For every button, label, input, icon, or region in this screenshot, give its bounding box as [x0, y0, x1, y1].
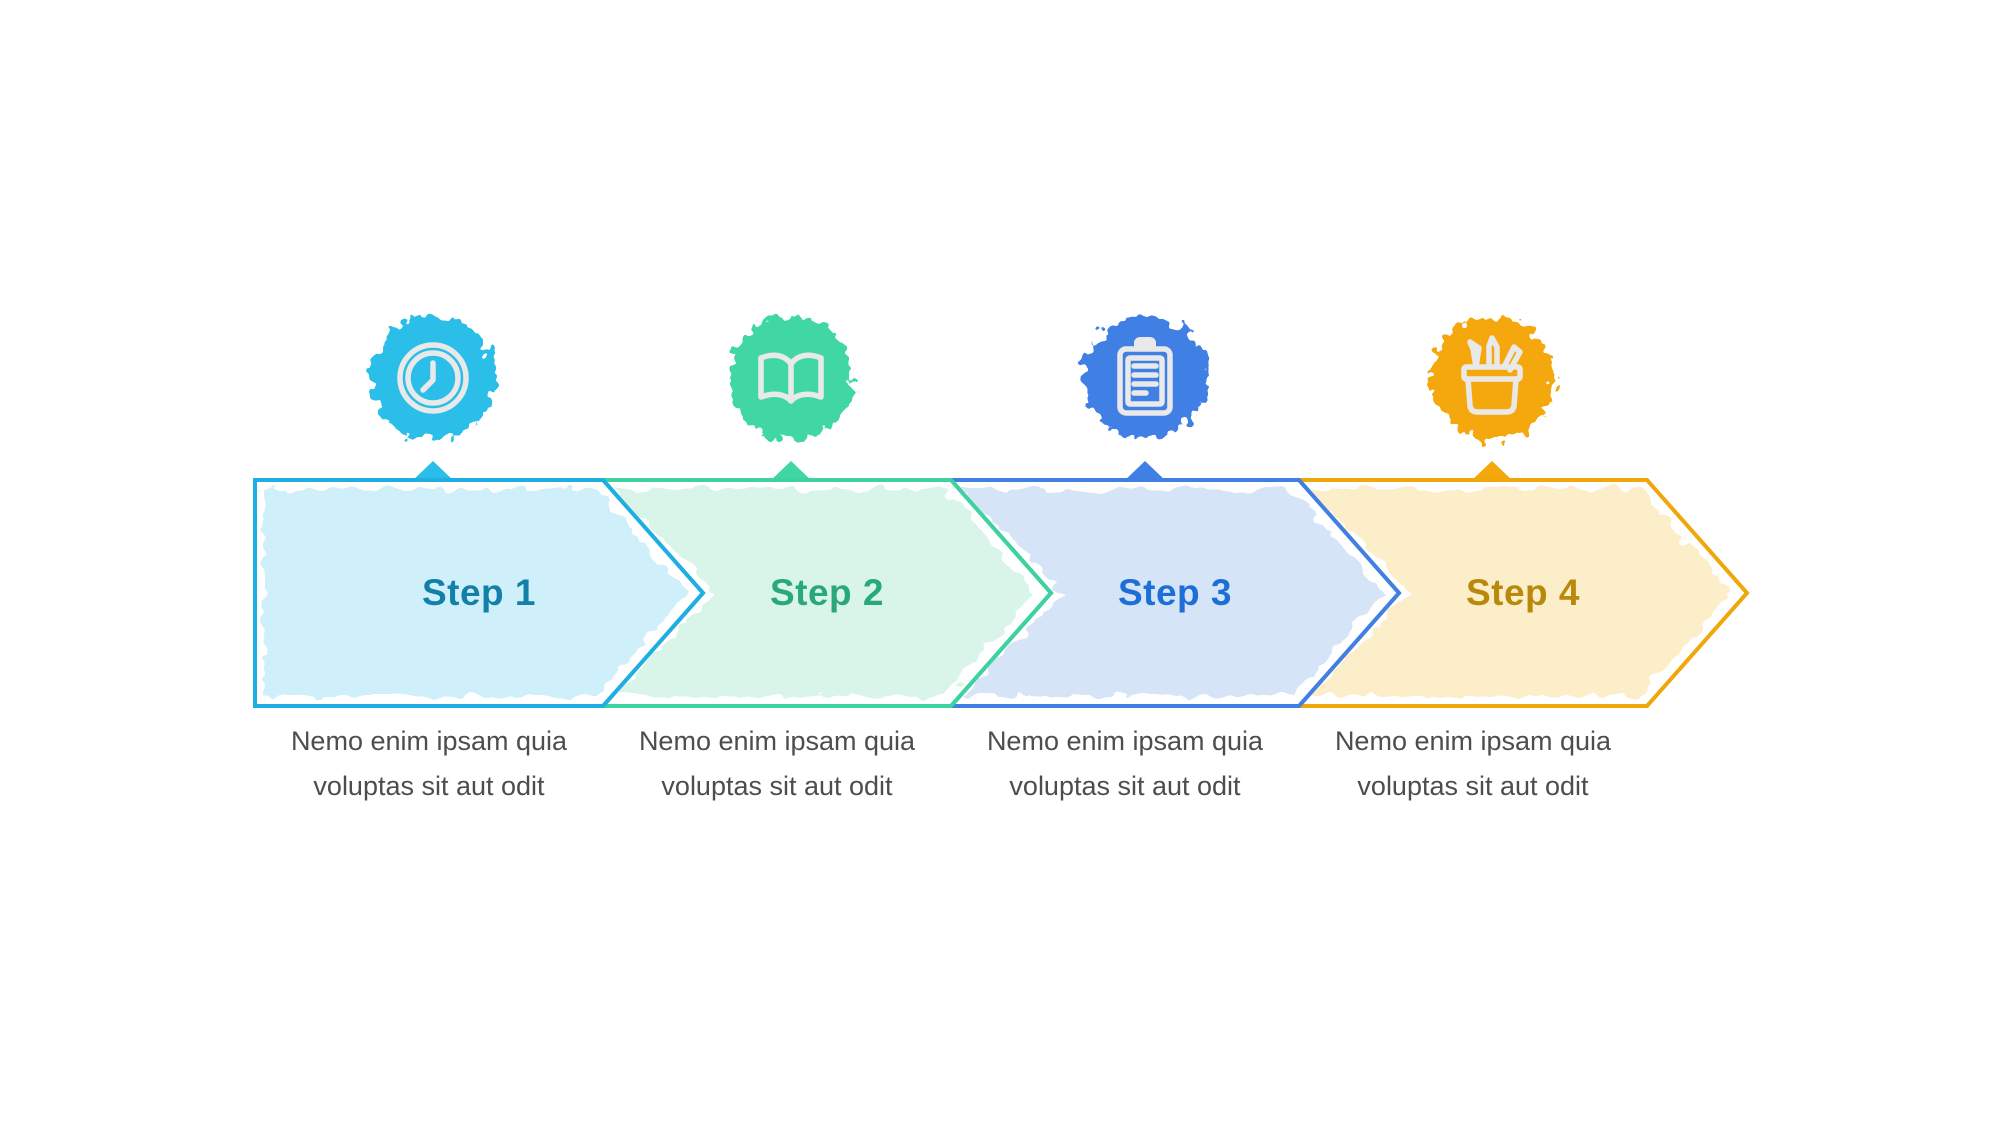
pencil-cup-icon	[1430, 316, 1554, 440]
step-1-label: Step 1	[421, 572, 537, 613]
step-1-arrow	[253, 478, 706, 708]
clipboard-icon	[1083, 316, 1207, 440]
step-4-description: Nemo enim ipsam quia voluptas sit aut od…	[1334, 726, 1612, 801]
step-4-label: Step 4	[1465, 572, 1581, 613]
open-book-icon	[729, 316, 853, 440]
step-2-arrow	[598, 478, 1054, 708]
step-2-label: Step 2	[769, 572, 885, 613]
step-3-label: Step 3	[1117, 572, 1233, 613]
step-1-description: Nemo enim ipsam quia voluptas sit aut od…	[290, 726, 568, 801]
step-4-arrow	[1294, 478, 1750, 708]
step-3-description: Nemo enim ipsam quia voluptas sit aut od…	[986, 726, 1264, 801]
clock-icon	[371, 316, 495, 440]
step-2-description: Nemo enim ipsam quia voluptas sit aut od…	[638, 726, 916, 801]
